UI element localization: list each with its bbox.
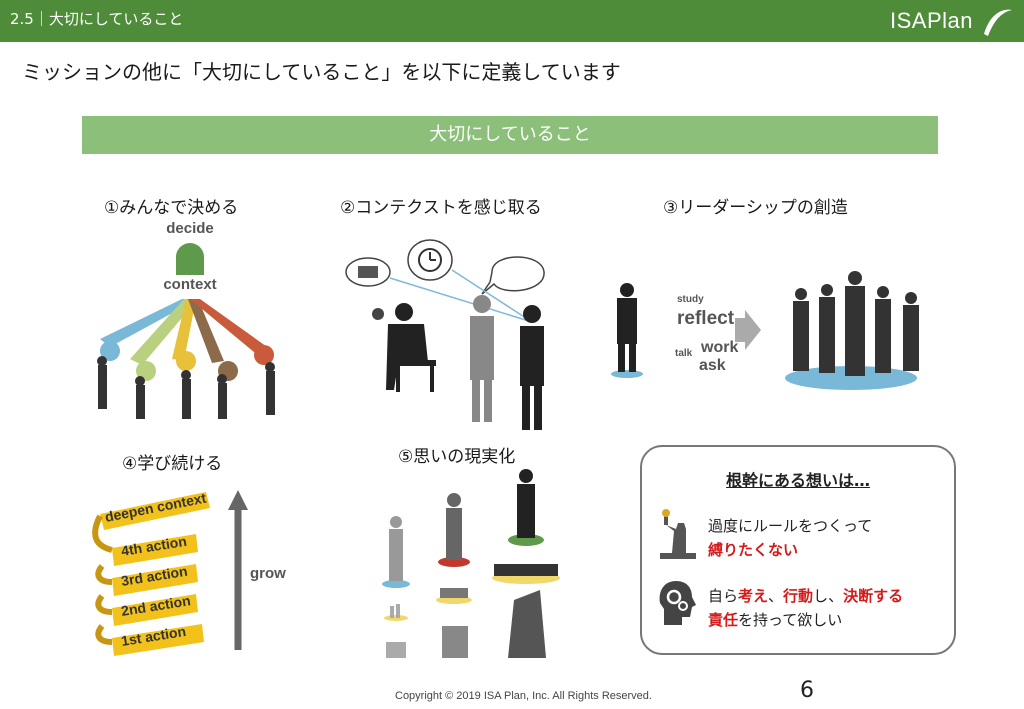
arrow-right-icon	[735, 310, 761, 350]
item-label-2: ②コンテクストを感じ取る	[340, 198, 542, 218]
talk-text: talk	[675, 348, 693, 359]
seated-man-silhouette	[386, 303, 436, 392]
single-leader-silhouette	[617, 283, 637, 372]
page-title: ミッションの他に「大切にしていること」を以下に定義しています	[22, 60, 621, 84]
statue-of-liberty-icon	[660, 509, 696, 559]
people-silhouettes	[97, 356, 275, 419]
callout-line-4: 責任を持って欲しい	[708, 611, 843, 629]
copyright-footer: Copyright © 2019 ISA Plan, Inc. All Righ…	[395, 690, 652, 702]
section-banner: 大切にしていること	[82, 116, 938, 154]
work-text: work	[700, 339, 738, 356]
context-sensing-illustration	[345, 239, 545, 430]
standing-man-dark	[520, 305, 544, 430]
callout-line-1: 過度にルールをつくって	[708, 517, 873, 535]
study-text: study	[677, 294, 704, 305]
band-deepen: deepen context	[104, 490, 208, 525]
small-building-icon	[386, 642, 406, 658]
decide-text: decide	[166, 220, 214, 237]
book-icon	[136, 361, 156, 381]
context-text: context	[163, 276, 216, 293]
grow-text: grow	[250, 565, 286, 582]
stage-3	[492, 469, 560, 658]
head-gears-icon	[659, 581, 696, 625]
money-icon	[176, 351, 196, 371]
ask-text: ask	[699, 357, 726, 374]
logo-swoosh-icon	[984, 9, 1012, 36]
callout-line-3: 自ら考え、行動し、決断する	[708, 587, 904, 605]
decide-arch	[176, 243, 204, 275]
decide-context-illustration: decide context	[97, 220, 275, 419]
callout-line-2: 縛りたくない	[708, 541, 799, 559]
stage-1	[382, 516, 410, 658]
page-number: 6	[800, 678, 814, 703]
logo-text: ISAPlan	[890, 8, 973, 33]
isaplan-logo: ISAPlan	[890, 4, 1012, 40]
core-belief-callout: 根幹にある想いは… 過度にルールをつくって 縛りたくない 自ら考え、行動し、決断…	[640, 445, 956, 655]
mid-building-icon	[442, 626, 468, 658]
people-icon	[254, 345, 274, 365]
item-label-4: ④学び続ける	[122, 454, 223, 474]
header-bar: 2.5｜大切にしていること ISAPlan	[0, 0, 1024, 42]
tall-building-icon	[508, 590, 546, 658]
realization-illustration	[382, 469, 560, 658]
section-label: 2.5｜大切にしていること	[10, 10, 184, 28]
empty-speech-bubble	[481, 256, 545, 295]
item-label-5: ⑤思いの現実化	[398, 447, 516, 467]
standing-man-gray	[470, 295, 494, 422]
learning-spiral-illustration: deepen context 4th action 3rd action 2nd…	[92, 490, 286, 656]
stage-2	[436, 493, 472, 658]
reflect-text: reflect	[677, 308, 735, 329]
clock-icon	[418, 248, 442, 272]
leadership-illustration: study reflect work talk ask	[611, 271, 919, 390]
butterfly-icon	[100, 341, 120, 361]
team-silhouettes	[793, 271, 919, 376]
item-label-3: ③リーダーシップの創造	[663, 198, 848, 218]
item-label-1: ①みんなで決める	[104, 198, 239, 218]
callout-title: 根幹にある想いは…	[725, 471, 870, 490]
